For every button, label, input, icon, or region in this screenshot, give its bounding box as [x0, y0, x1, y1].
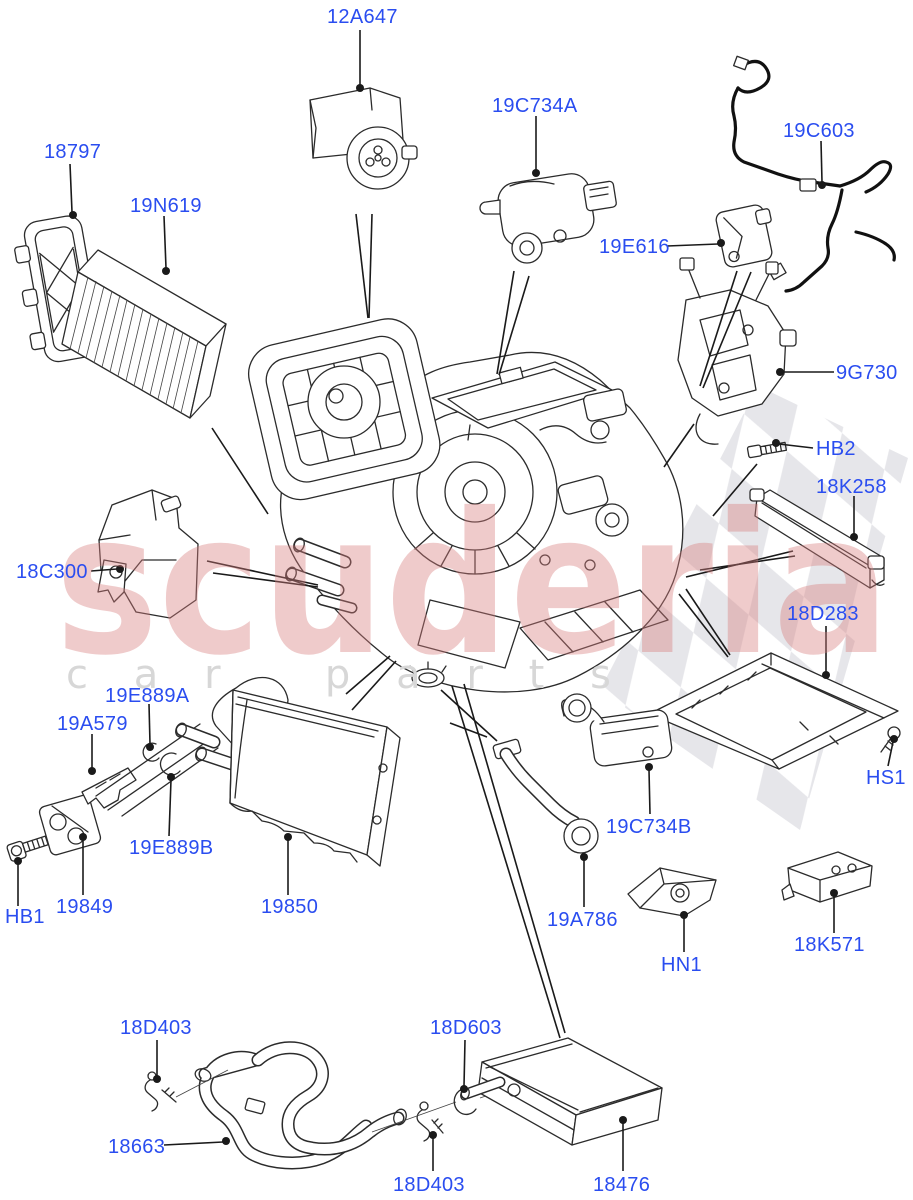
- part-label-19N619: 19N619: [130, 195, 202, 217]
- part-cowl-rail-18K258: [749, 488, 885, 589]
- part-actuator-19C734B: [561, 693, 673, 767]
- leader-lines: [14, 30, 898, 1171]
- part-pollen-filter-19N619: [61, 249, 227, 419]
- part-bolt-HB1: [6, 835, 49, 862]
- part-label-19C734B: 19C734B: [606, 816, 692, 838]
- part-label-19849: 19849: [56, 896, 114, 918]
- watermark-brand: scuderia: [55, 471, 890, 698]
- part-evaporator-19850: [229, 689, 401, 867]
- part-clip-nut-HN1: [627, 867, 717, 917]
- part-label-19C603: 19C603: [783, 120, 855, 142]
- part-actuator-19C734A: [479, 173, 617, 264]
- part-label-19C734A: 19C734A: [492, 95, 578, 117]
- part-clip-18D403-b: [371, 1101, 457, 1142]
- part-label-18D283: 18D283: [787, 603, 859, 625]
- part-label-19A579: 19A579: [57, 713, 128, 735]
- part-actuator-19E616: [715, 204, 773, 268]
- part-bracket-18K571: [781, 851, 873, 903]
- part-label-19E616: 19E616: [599, 236, 670, 258]
- part-label-18D603: 18D603: [430, 1017, 502, 1039]
- part-label-18D403-b: 18D403: [393, 1174, 465, 1196]
- part-label-HB2: HB2: [816, 438, 856, 460]
- part-label-HB1: HB1: [5, 906, 45, 928]
- part-label-18K571: 18K571: [794, 934, 865, 956]
- part-label-12A647: 12A647: [327, 6, 398, 28]
- main-hvac-unit-illustration: [248, 318, 684, 693]
- part-expansion-valve-19849: [38, 794, 102, 856]
- part-label-19850: 19850: [261, 896, 319, 918]
- part-label-HN1: HN1: [661, 954, 702, 976]
- part-heater-core-18476: [460, 1037, 663, 1146]
- part-label-18D403-a: 18D403: [120, 1017, 192, 1039]
- part-heater-hoses-18663: [194, 1041, 407, 1170]
- part-label-18476: 18476: [593, 1174, 651, 1196]
- part-label-19A786: 19A786: [547, 909, 618, 931]
- part-label-19E889B: 19E889B: [129, 837, 214, 859]
- part-label-19E889A: 19E889A: [105, 685, 190, 707]
- part-label-18663: 18663: [108, 1136, 166, 1158]
- part-label-18797: 18797: [44, 141, 102, 163]
- part-label-HS1: HS1: [866, 767, 906, 789]
- part-drain-tube-19A786: [492, 738, 599, 854]
- part-label-9G730: 9G730: [836, 362, 898, 384]
- part-bolt-HB2: [746, 441, 788, 459]
- part-label-18C300: 18C300: [16, 561, 88, 583]
- part-label-18K258: 18K258: [816, 476, 887, 498]
- part-oring-19E889B: [159, 752, 181, 776]
- part-actuator-12A647: [309, 87, 418, 190]
